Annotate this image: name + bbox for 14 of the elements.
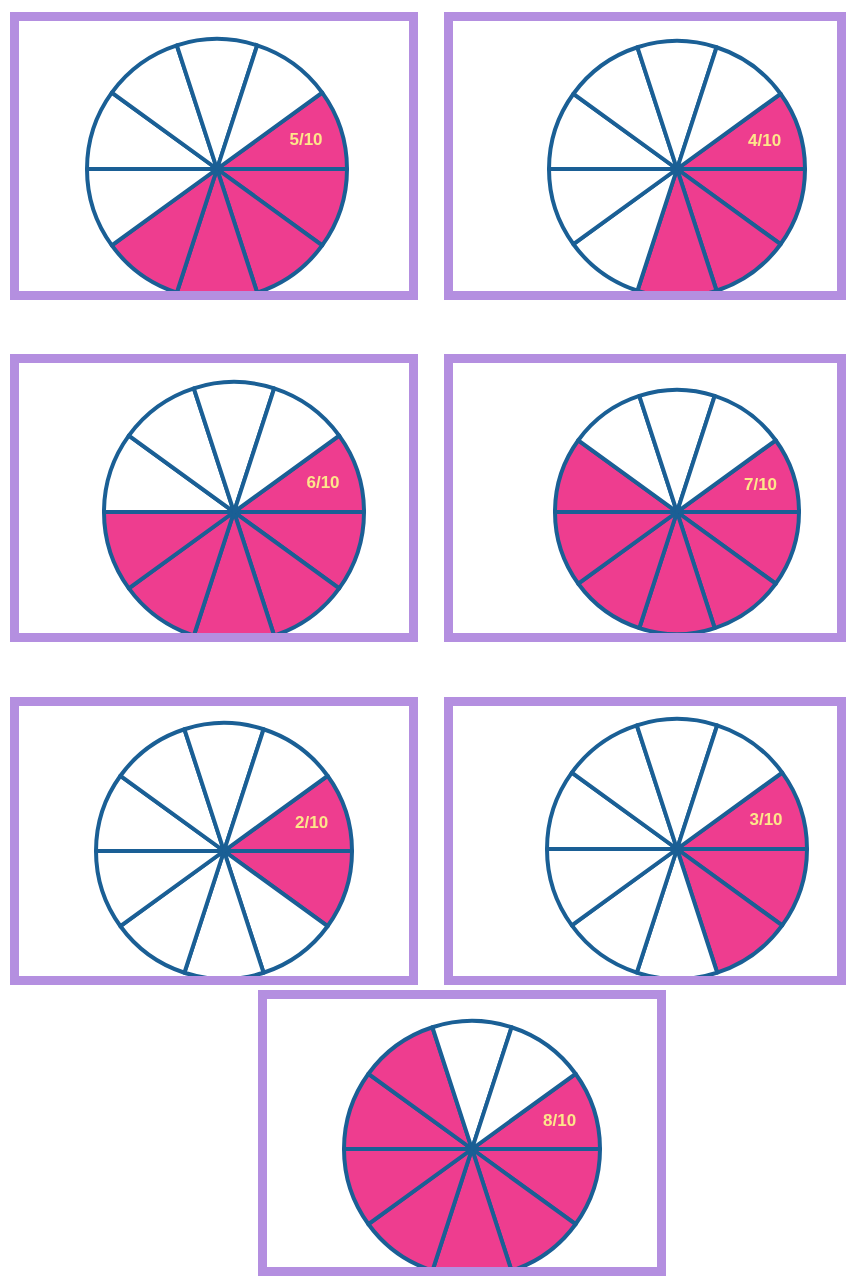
fraction-card [444, 12, 846, 300]
fraction-label: 8/10 [543, 1110, 577, 1131]
fraction-label: 7/10 [744, 474, 778, 495]
fraction-label: 4/10 [748, 130, 782, 151]
fraction-label: 5/10 [289, 130, 323, 151]
fraction-card [444, 697, 846, 985]
fraction-label: 6/10 [306, 473, 340, 494]
fraction-card [10, 12, 418, 300]
fraction-card [10, 697, 418, 985]
fraction-label: 2/10 [295, 812, 329, 833]
fraction-card [258, 990, 666, 1276]
fraction-label: 3/10 [749, 810, 783, 831]
fraction-card [10, 354, 418, 642]
fraction-card [444, 354, 846, 642]
